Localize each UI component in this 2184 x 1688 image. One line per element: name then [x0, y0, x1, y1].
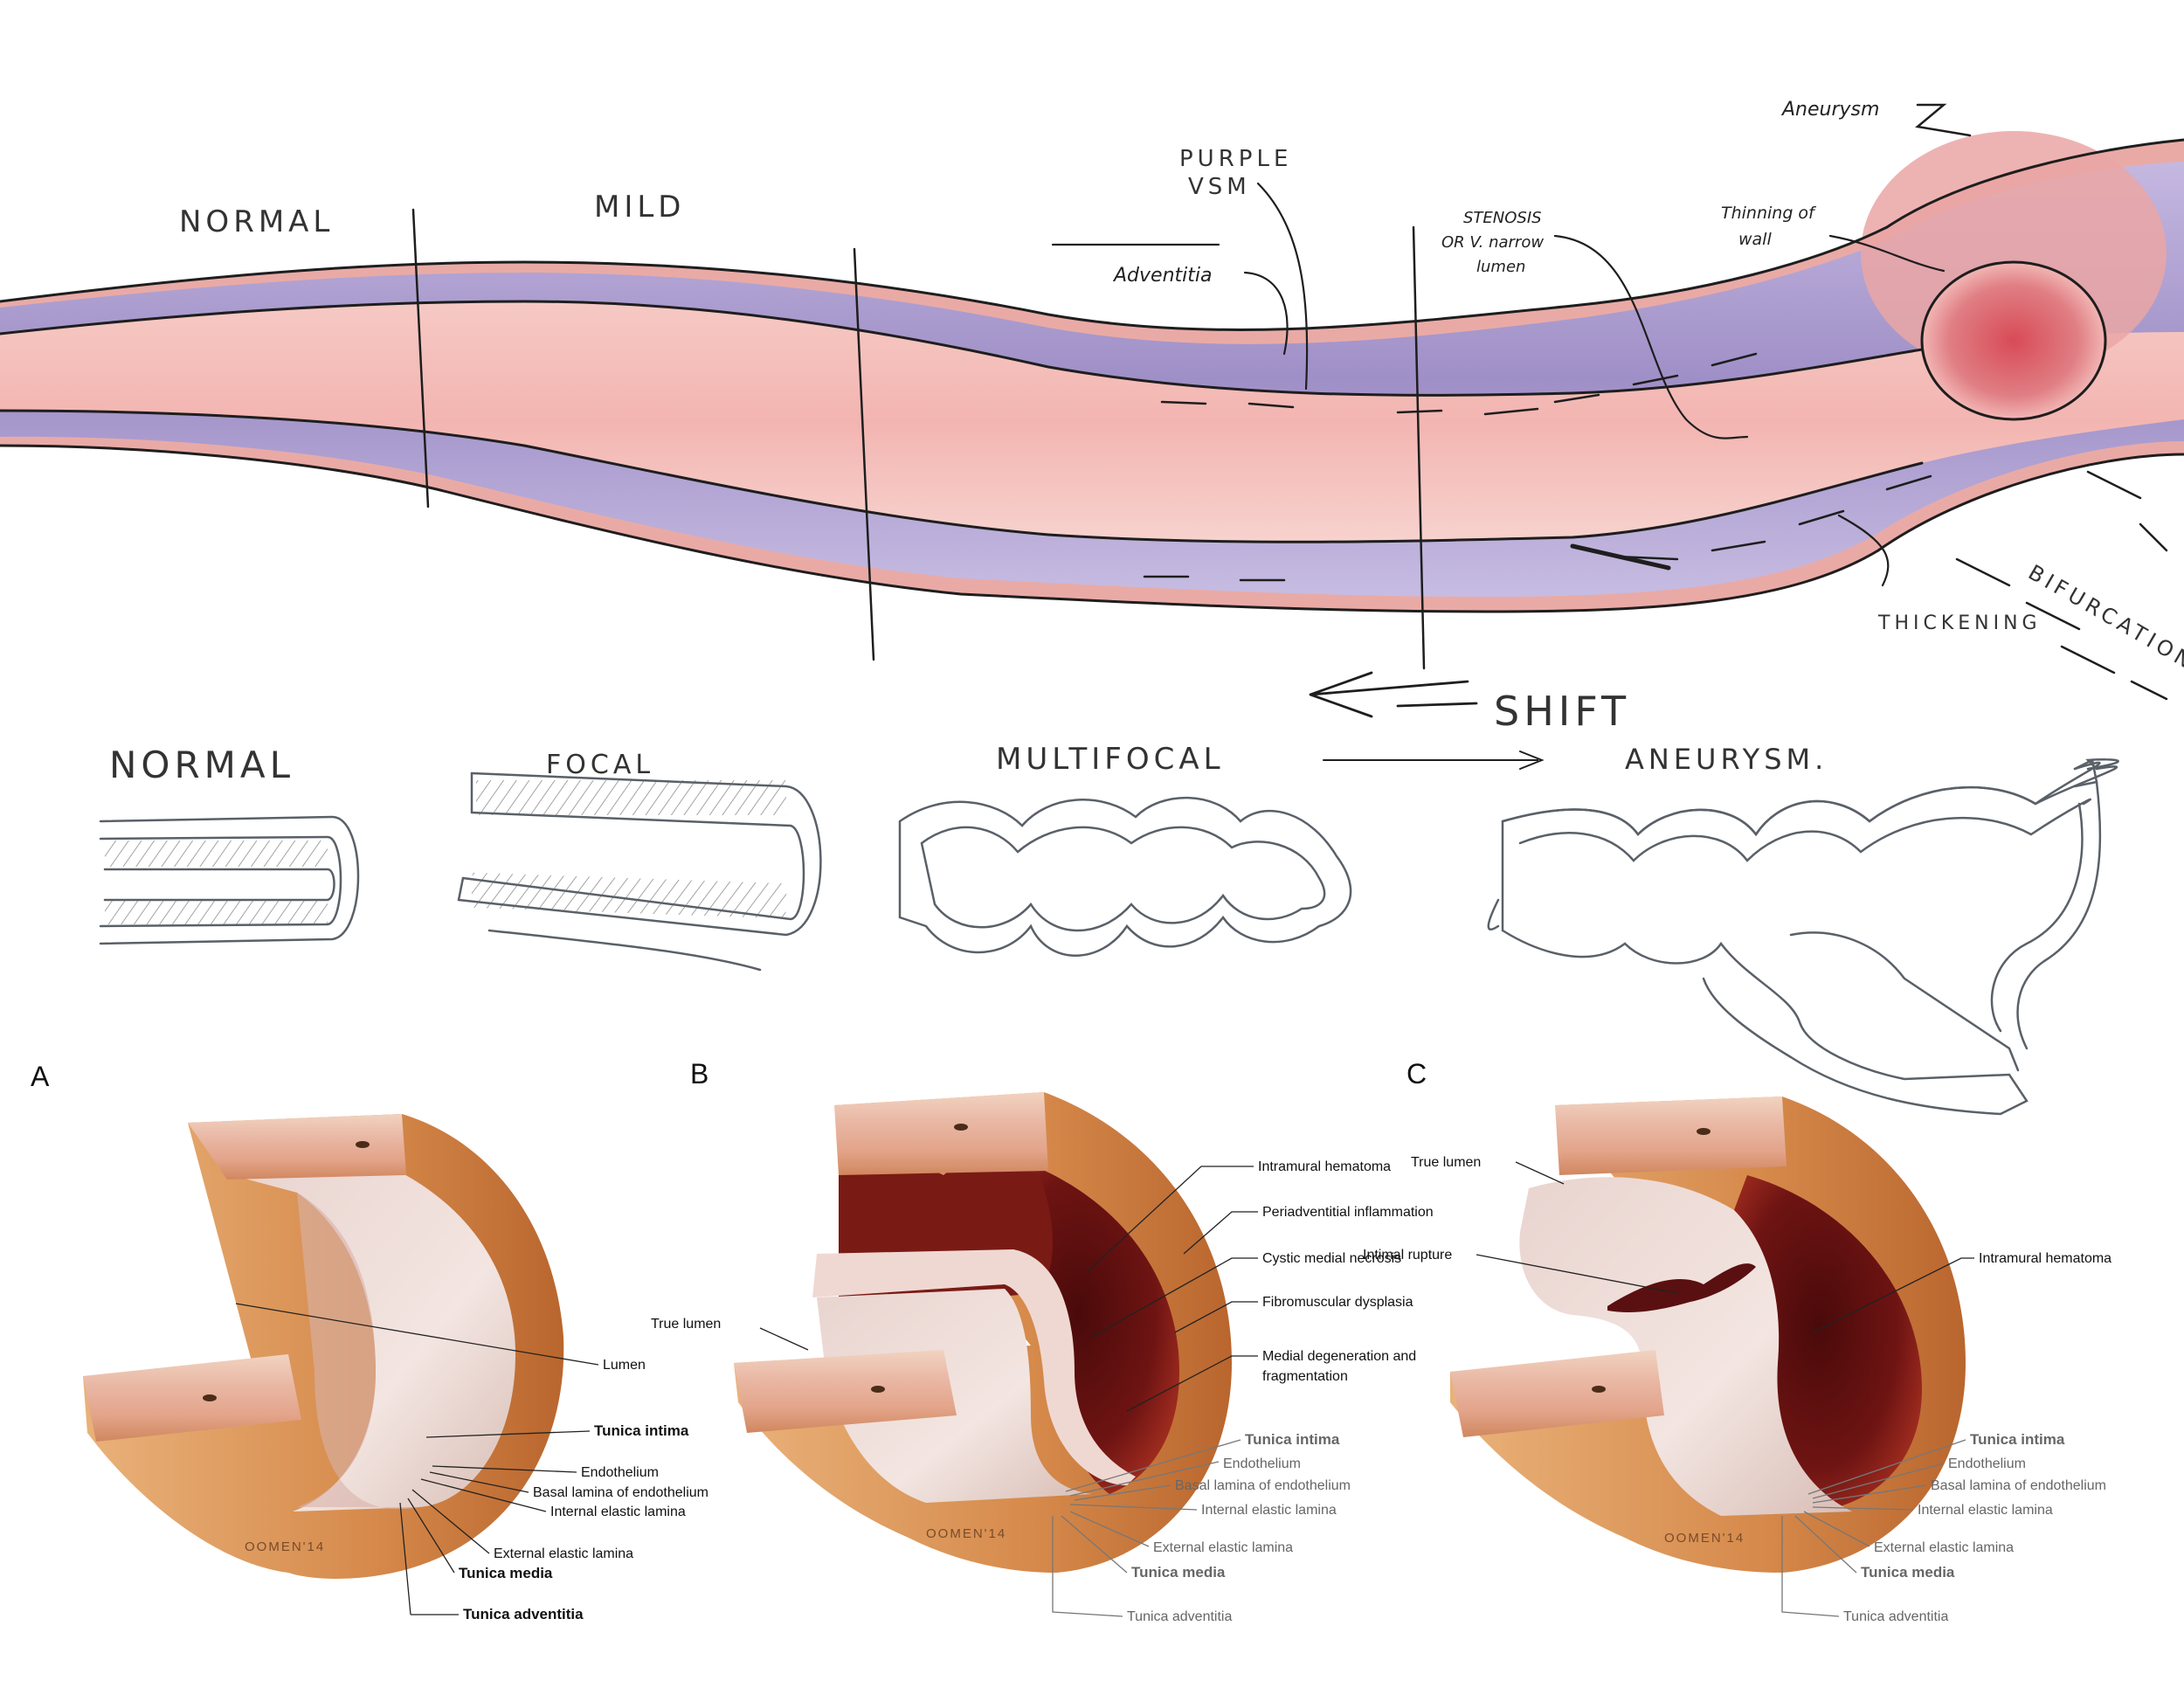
- panel-a-cut-face-bottom: [83, 1354, 301, 1442]
- artery-sketch: NORMAL MILD PURPLE VSM Adventitia STENOS…: [0, 99, 2184, 770]
- panel-a: A OOMEN'14 Lumen Tunica intima Endotheli…: [31, 1061, 708, 1622]
- panel-b-cut-face-top: [834, 1092, 1048, 1175]
- note-vsm: VSM: [1188, 174, 1251, 200]
- note-lumen: lumen: [1476, 258, 1525, 276]
- label-internal-elastic-a: Internal elastic lamina: [550, 1505, 686, 1519]
- label-periadventitial-b: Periadventitial inflammation: [1262, 1205, 1434, 1220]
- panel-c-cut-face-top: [1555, 1097, 1787, 1175]
- panel-letter-a: A: [31, 1061, 50, 1092]
- panel-letter-c: C: [1406, 1058, 1427, 1090]
- panel-c-true-lumen: [1519, 1177, 1852, 1516]
- type-label-aneurysm: ANEURYSM.: [1625, 743, 1828, 776]
- label-tunica-adventitia-a: Tunica adventitia: [463, 1606, 584, 1622]
- label-lumen-a: Lumen: [603, 1358, 646, 1373]
- label-medial-degeneration-b: Medial degeneration and: [1262, 1349, 1416, 1364]
- stage-label-mild: MILD: [594, 190, 686, 225]
- type-label-normal: NORMAL: [109, 744, 294, 786]
- label-external-elastic-a: External elastic lamina: [494, 1546, 633, 1561]
- label-external-elastic-b: External elastic lamina: [1153, 1540, 1293, 1555]
- note-thinning: Thinning of: [1721, 204, 1817, 223]
- bifurcation-dashes: [1955, 470, 2168, 701]
- focal-tube-sketch: [457, 771, 822, 972]
- label-tunica-intima-c: Tunica intima: [1970, 1431, 2065, 1448]
- label-tunica-intima-a: Tunica intima: [594, 1422, 689, 1439]
- aneurysm-tube-sketch: [1487, 758, 2119, 1116]
- label-cystic-b: Cystic medial necrosis: [1262, 1251, 1401, 1266]
- label-basal-lamina-c: Basal lamina of endothelium: [1931, 1478, 2106, 1493]
- type-label-multifocal: MULTIFOCAL: [996, 742, 1225, 777]
- label-true-lumen-c: True lumen: [1411, 1155, 1481, 1170]
- note-aneurysm: Aneurysm: [1780, 99, 1879, 121]
- type-sketches: NORMAL FOCAL MULTIFOCAL ANEURYSM.: [99, 742, 2119, 1116]
- note-shift: SHIFT: [1494, 688, 1630, 735]
- panel-b: B OOMEN'14 Intramural hematoma Periadven…: [651, 1058, 1434, 1624]
- label-tunica-intima-b: Tunica intima: [1245, 1431, 1340, 1448]
- label-endothelium-b: Endothelium: [1223, 1456, 1301, 1471]
- label-tunica-media-b: Tunica media: [1131, 1564, 1226, 1581]
- label-external-elastic-c: External elastic lamina: [1874, 1540, 2014, 1555]
- panel-a-lumen: [232, 1166, 515, 1512]
- stage-label-normal: NORMAL: [179, 204, 334, 239]
- multifocal-tube-sketch: [898, 796, 1352, 957]
- panel-c-intimal-rupture-tear: [1607, 1263, 1756, 1312]
- label-tunica-adventitia-c: Tunica adventitia: [1843, 1609, 1948, 1624]
- panel-letter-b: B: [690, 1058, 708, 1090]
- label-tunica-adventitia-b: Tunica adventitia: [1127, 1609, 1232, 1624]
- label-endothelium-a: Endothelium: [581, 1465, 659, 1480]
- label-internal-elastic-c: Internal elastic lamina: [1918, 1503, 2053, 1518]
- panel-c: C OOMEN'14 True lumen Intimal rupture In…: [1363, 1058, 2111, 1624]
- label-endothelium-c: Endothelium: [1948, 1456, 2026, 1471]
- panel-b-true-lumen: [817, 1289, 1092, 1503]
- label-basal-lamina-b: Basal lamina of endothelium: [1175, 1478, 1351, 1493]
- panel-b-cut-face-bottom: [734, 1350, 957, 1433]
- label-intramural-hematoma-b: Intramural hematoma: [1258, 1159, 1391, 1174]
- label-true-lumen-b: True lumen: [651, 1317, 721, 1332]
- label-fibromuscular-b: Fibromuscular dysplasia: [1262, 1295, 1413, 1310]
- label-intramural-hematoma-c: Intramural hematoma: [1979, 1251, 2111, 1266]
- note-wall: wall: [1738, 230, 1772, 249]
- note-narrow: OR V. narrow: [1441, 233, 1544, 252]
- label-intimal-rupture-c: Intimal rupture: [1363, 1248, 1452, 1263]
- panel-a-signature: OOMEN'14: [245, 1539, 325, 1554]
- type-label-focal: FOCAL: [546, 750, 654, 780]
- panel-c-cut-face-bottom: [1450, 1350, 1664, 1437]
- normal-tube-sketch: [99, 815, 360, 945]
- label-internal-elastic-b: Internal elastic lamina: [1201, 1503, 1337, 1518]
- note-bifurcation: BIFURCATION: [2024, 560, 2184, 675]
- shift-arrow: [1309, 671, 1478, 718]
- note-stenosis: STENOSIS: [1463, 209, 1542, 227]
- panel-a-cut-face-top: [188, 1114, 406, 1180]
- note-thickening: THICKENING: [1877, 612, 2042, 634]
- panel-b-signature: OOMEN'14: [926, 1526, 1006, 1541]
- label-fragmentation-b: fragmentation: [1262, 1369, 1348, 1384]
- label-tunica-media-c: Tunica media: [1861, 1564, 1955, 1581]
- note-purple: PURPLE: [1179, 146, 1292, 172]
- label-tunica-media-a: Tunica media: [459, 1565, 553, 1581]
- panel-c-signature: OOMEN'14: [1664, 1531, 1745, 1546]
- label-basal-lamina-a: Basal lamina of endothelium: [533, 1485, 708, 1500]
- note-adventitia: Adventitia: [1112, 265, 1212, 287]
- panel-b-intimal-flap: [812, 1249, 1136, 1485]
